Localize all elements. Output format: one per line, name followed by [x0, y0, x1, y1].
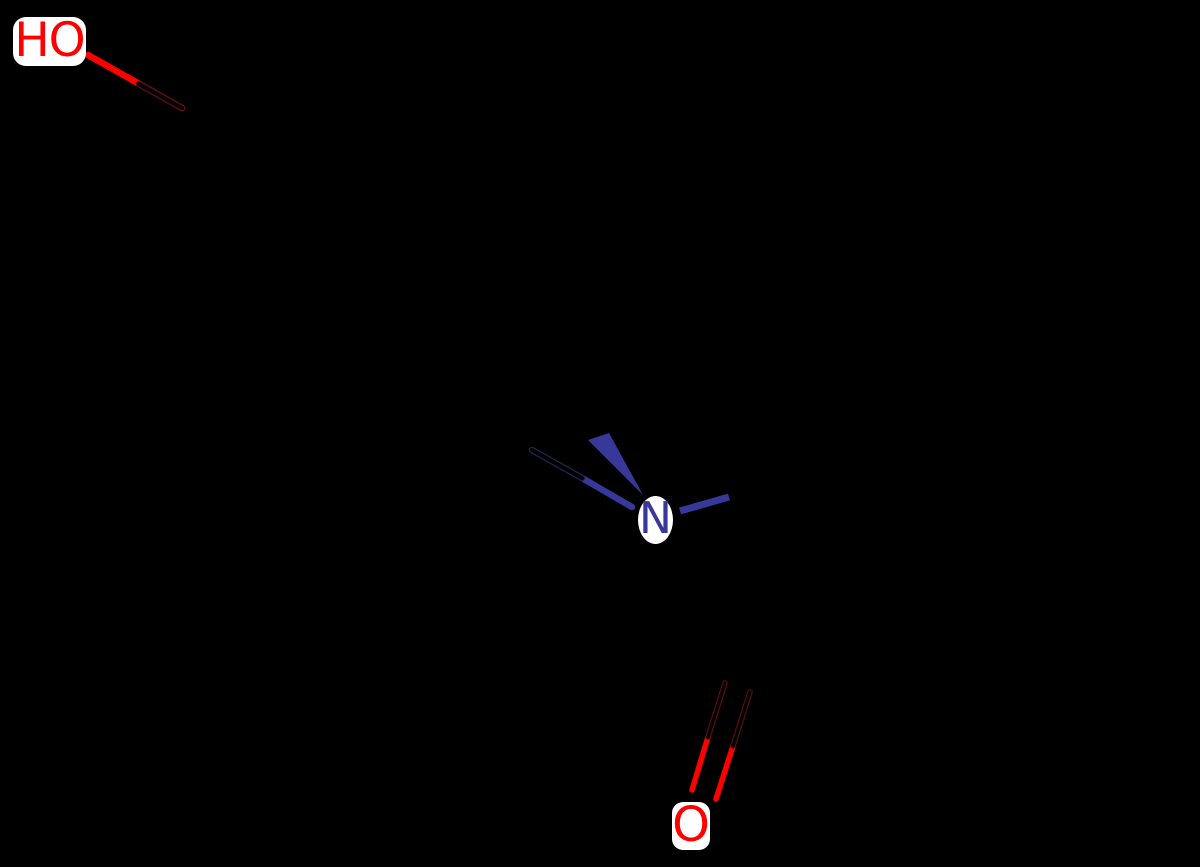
hydroxyl-label: HO	[13, 12, 86, 68]
stereo-wedge-bond	[588, 433, 643, 495]
hydroxyl-bond-carbon-half-core	[137, 82, 184, 110]
amine-methyl-bond-nitrogen-half	[679, 493, 730, 515]
carbonyl-o-label: O	[672, 797, 710, 853]
amine-ring-bond-nitrogen-half	[578, 474, 636, 511]
carbonyl-double-bond-line1-oxygen-half	[689, 734, 711, 793]
amine-ring-bond-carbon-half-core	[530, 448, 584, 480]
carbonyl-double-bond-line2-carbon-core	[731, 690, 752, 748]
carbonyl-double-bond-line1-carbon-core	[706, 681, 727, 739]
carbonyl-double-bond-line2-oxygen-half	[713, 743, 736, 802]
amine-n-label: N	[638, 493, 673, 544]
